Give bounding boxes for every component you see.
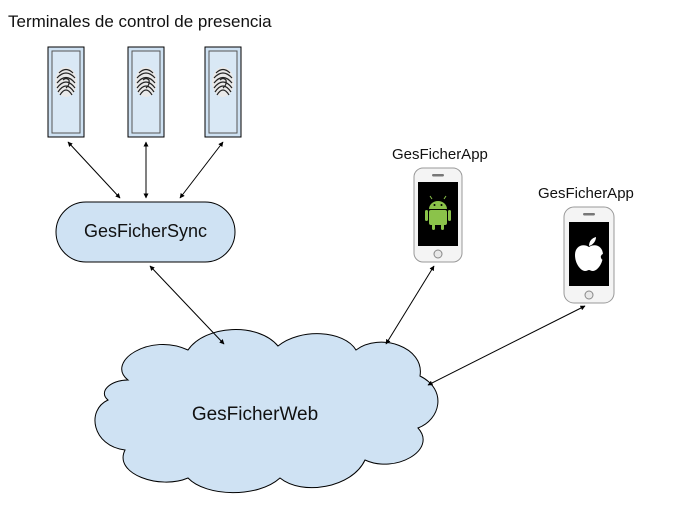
connector-sync-web (149, 265, 225, 345)
android-logo-icon (425, 195, 451, 230)
connector-android-web (385, 265, 435, 345)
connectors (67, 141, 586, 386)
connector-terminal-1-sync (67, 141, 121, 199)
sync-node (55, 201, 236, 263)
ios-app-label: GesFicherApp (538, 185, 634, 202)
web-cloud (94, 329, 439, 494)
terminal-1 (47, 46, 85, 138)
diagram-title: Terminales de control de presencia (8, 12, 272, 31)
fingerprint-icon (134, 66, 158, 98)
android-phone (413, 167, 463, 263)
connector-terminal-3-sync (179, 141, 224, 199)
ios-phone (563, 206, 615, 304)
fingerprint-icon (54, 66, 78, 98)
sync-node-label: GesFicherSync (83, 221, 208, 241)
connector-ios-web (427, 305, 586, 386)
terminal-3 (204, 46, 242, 138)
android-app-label: GesFicherApp (392, 146, 488, 163)
terminal-2 (127, 46, 165, 138)
apple-logo-icon (575, 237, 608, 271)
web-node-label: GesFicherWeb (191, 404, 319, 425)
fingerprint-icon (211, 66, 235, 98)
